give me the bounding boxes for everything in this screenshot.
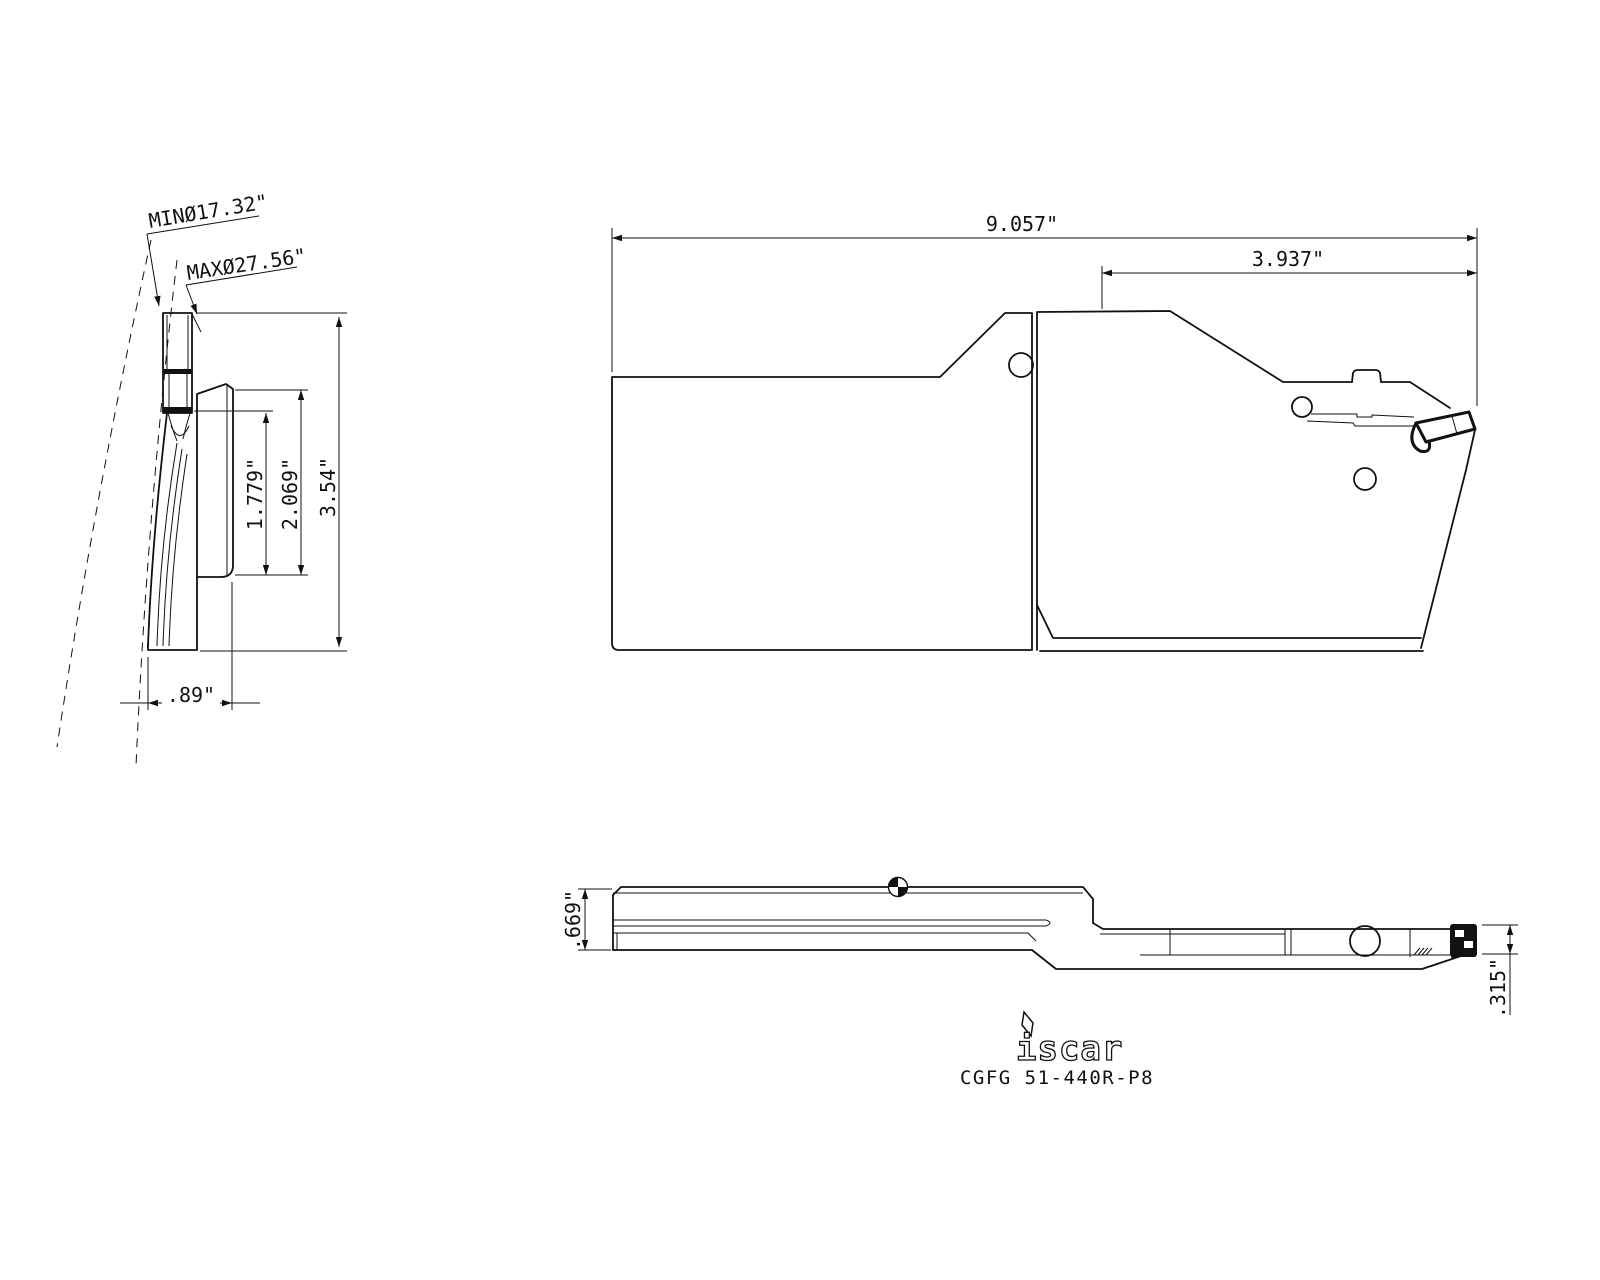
side-view-dimensions: 9.057" 3.937" [611,212,1478,406]
title-block: iscar CGFG 51-440R-P8 [960,1010,1154,1089]
part-number: CGFG 51-440R-P8 [960,1067,1154,1089]
front-view-blade [162,312,202,442]
dim-head-length-label: 3.937" [1252,247,1324,271]
bottom-view-dimensions: .669" .315" [561,888,1518,1018]
dim-tip-thickness-label: .315" [1486,958,1510,1018]
bottom-view-arm [1031,922,1477,970]
bottom-view-blade [612,876,1094,951]
min-diameter-callout: MINØ17.32" [146,189,270,307]
side-view-body-outline [611,312,1033,651]
head-hole [1353,467,1377,491]
max-diameter-arc [56,239,152,748]
dim-inner-depth-label: 1.779" [243,458,267,530]
side-view-head [1036,310,1477,652]
dim-foot-width-label: .89" [167,683,215,707]
dim-max-diameter-label: MAXØ27.56" [185,243,308,285]
screw-section-symbol [887,876,909,898]
front-view-flange [196,383,234,578]
dim-min-diameter-label: MINØ17.32" [147,189,270,233]
dim-outer-depth-label: 2.069" [278,458,302,530]
clamp-pivot-hole [1291,396,1313,418]
max-diameter-callout: MAXØ27.56" [185,243,308,315]
side-view: 9.057" 3.937" [611,212,1478,652]
dim-overall-length-label: 9.057" [986,212,1058,236]
brand-logo: iscar [1016,1029,1123,1069]
body-hole [1008,352,1034,378]
iscar-leaf-icon [1021,1010,1034,1038]
front-view-dimensions: 1.779" 2.069" 3.54" .89" [120,312,347,710]
bottom-view: .669" .315" [561,876,1518,1018]
front-view: MINØ17.32" MAXØ27.56" [56,189,347,767]
arm-hole [1349,925,1381,957]
cutting-insert [1414,410,1477,444]
dim-body-thickness-label: .669" [561,890,585,950]
min-diameter-arc [135,259,178,767]
dim-overall-height-label: 3.54" [316,457,340,517]
bottom-view-insert [1450,924,1477,957]
front-view-leg [147,412,198,651]
